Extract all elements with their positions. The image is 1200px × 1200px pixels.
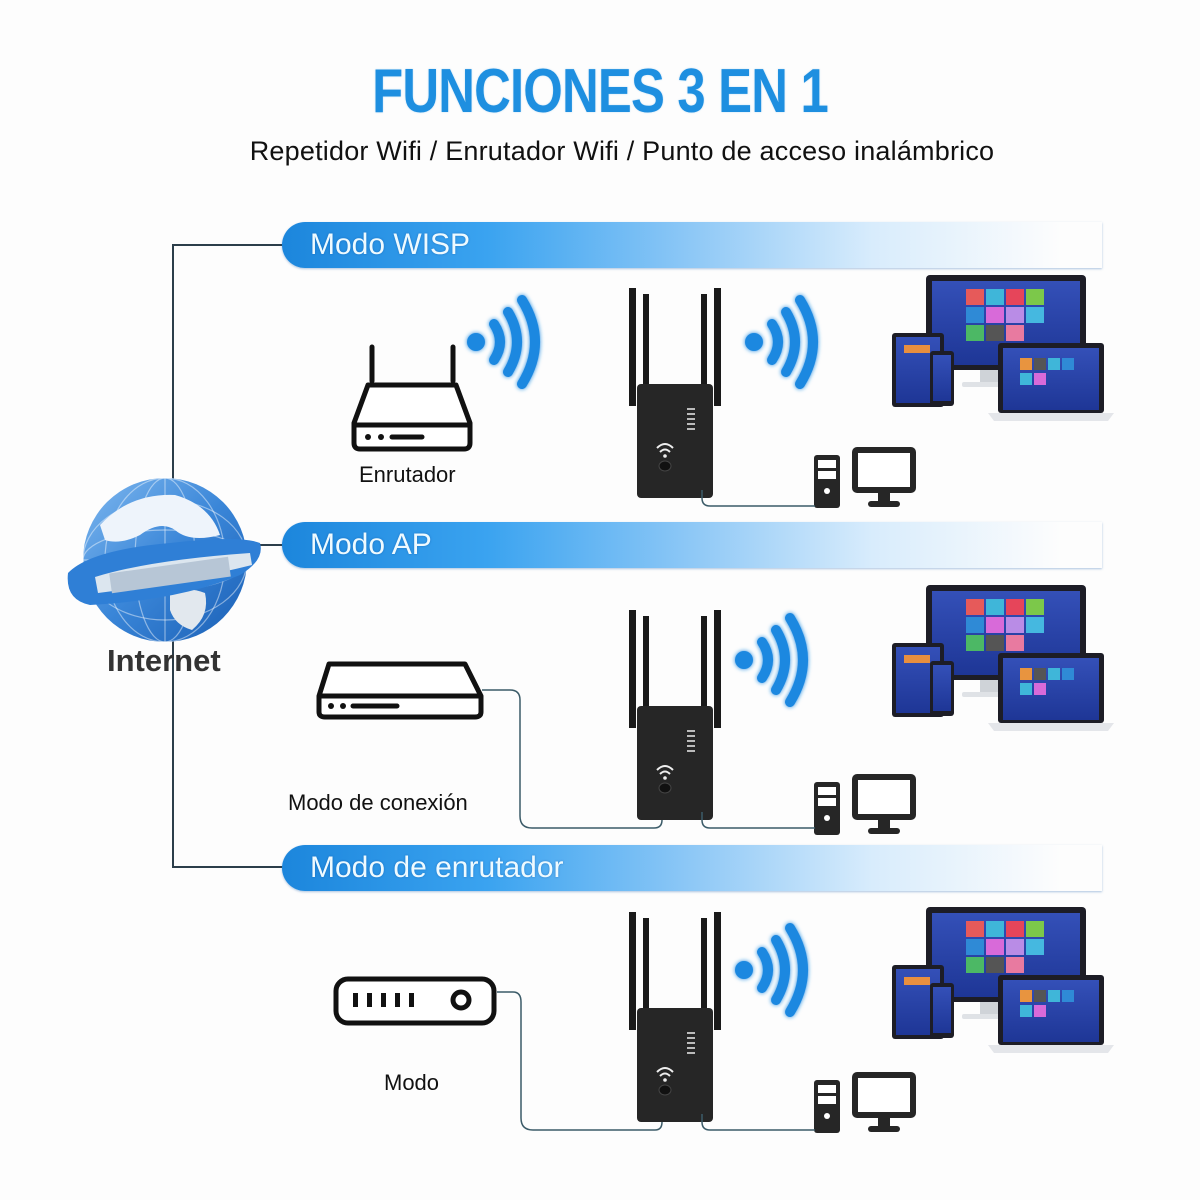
ethernet-cable bbox=[701, 490, 815, 507]
wifi-signal-icon bbox=[745, 295, 818, 389]
banner-label: Modo AP bbox=[310, 528, 432, 561]
internet-label: Internet bbox=[107, 643, 221, 678]
multi-device-icon bbox=[892, 907, 1114, 1053]
modem-icon bbox=[333, 976, 497, 1026]
connector-router bbox=[172, 866, 284, 868]
ethernet-cable bbox=[701, 1114, 815, 1131]
desktop-pc-icon bbox=[814, 1072, 916, 1133]
banner-ap-mode: Modo AP bbox=[282, 522, 1102, 568]
connector-ap bbox=[250, 544, 284, 546]
multi-device-icon bbox=[892, 275, 1114, 421]
multi-device-icon bbox=[892, 585, 1114, 731]
desktop-pc-icon bbox=[814, 447, 916, 508]
wired-router-icon bbox=[316, 661, 484, 720]
banner-label: Modo WISP bbox=[310, 228, 471, 261]
ethernet-cable bbox=[482, 689, 663, 829]
banner-label: Modo de enrutador bbox=[310, 851, 564, 884]
wifi-signal-icon bbox=[735, 923, 808, 1017]
globe-icon bbox=[67, 477, 261, 643]
desktop-pc-icon bbox=[814, 774, 916, 835]
wifi-signal-icon bbox=[735, 613, 808, 707]
connector-wisp bbox=[172, 244, 284, 246]
wireless-router-icon bbox=[351, 344, 473, 452]
banner-wisp-mode: Modo WISP bbox=[282, 222, 1102, 268]
wifi-signal-icon bbox=[467, 295, 540, 389]
wifi-repeater-icon bbox=[629, 288, 721, 498]
ethernet-cable bbox=[497, 991, 663, 1131]
source-device-label: Enrutador bbox=[359, 462, 456, 487]
page-subtitle: Repetidor Wifi / Enrutador Wifi / Punto … bbox=[249, 136, 995, 166]
wifi-repeater-icon bbox=[629, 912, 721, 1122]
banner-router-mode: Modo de enrutador bbox=[282, 845, 1102, 891]
source-device-label: Modo de conexión bbox=[288, 790, 468, 815]
ethernet-cable bbox=[701, 812, 815, 829]
source-device-label: Modo bbox=[384, 1070, 440, 1095]
page-title: FUNCIONES 3 EN 1 bbox=[372, 57, 829, 126]
wifi-repeater-icon bbox=[629, 610, 721, 820]
